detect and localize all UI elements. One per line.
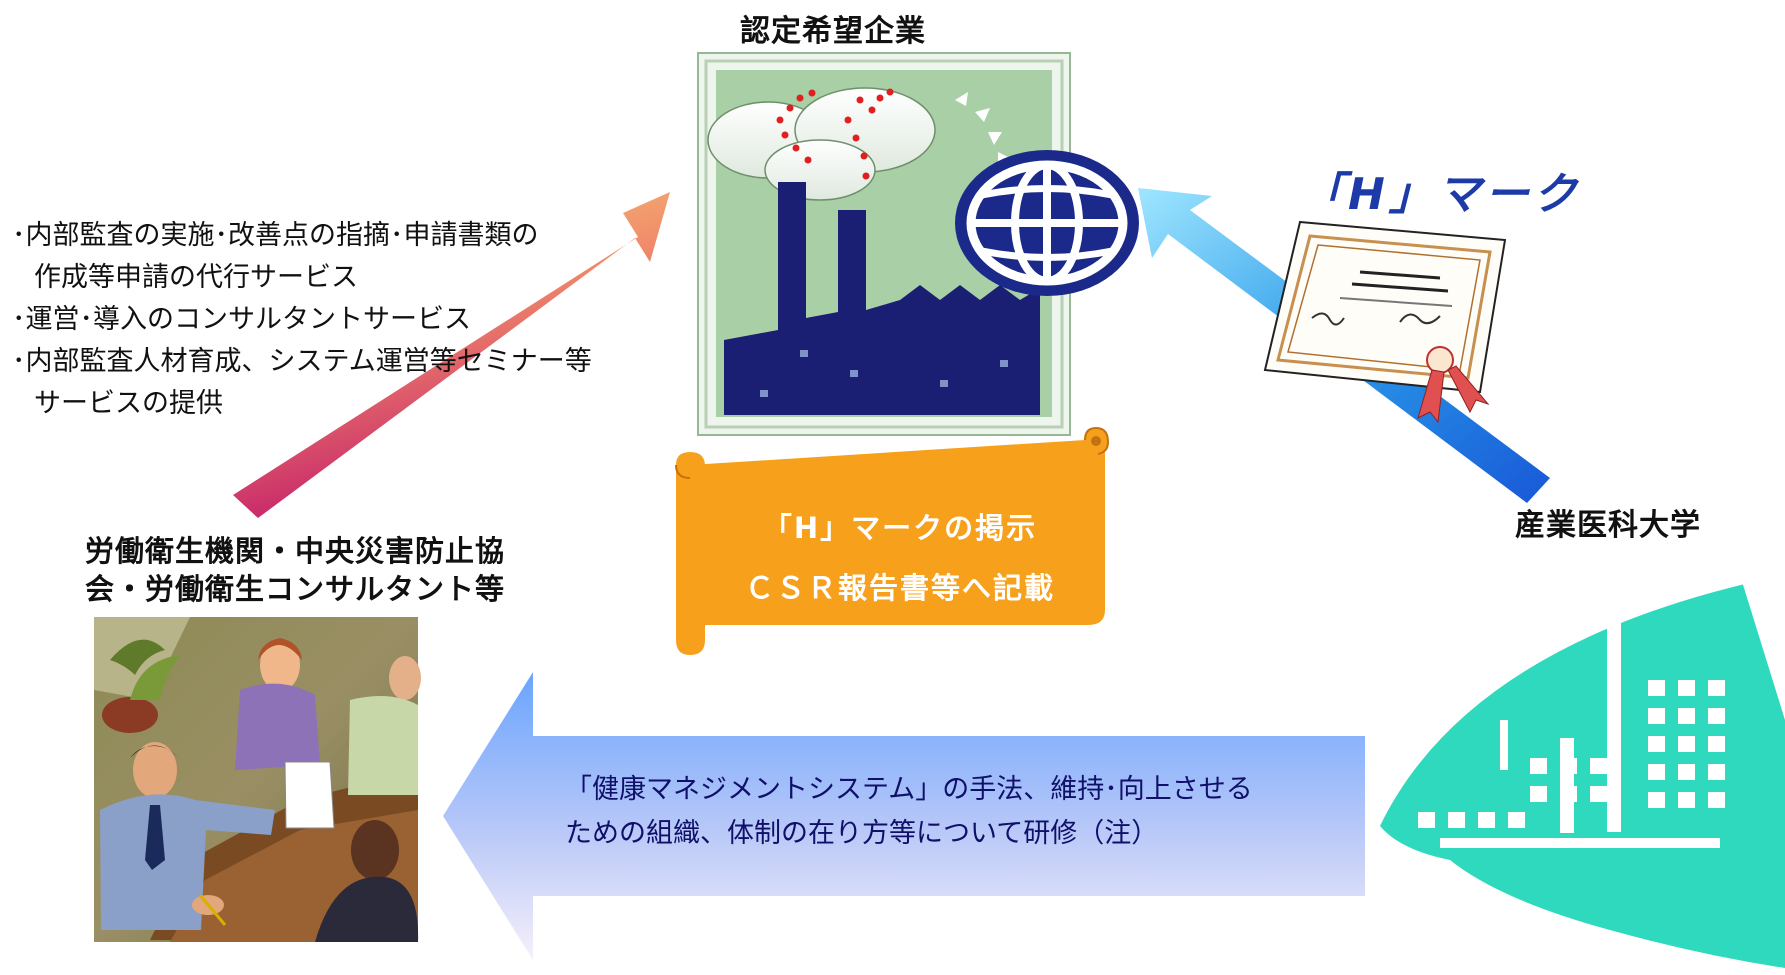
globe-icon <box>955 150 1139 296</box>
banner-text: 「H」マークの掲示 ＣＳＲ報告書等へ記載 <box>690 498 1110 618</box>
services-item-3-cont: サービスの提供 <box>34 388 223 419</box>
hmark-display-banner <box>675 426 1110 655</box>
meeting-image <box>94 617 421 942</box>
services-item-1-cont: 作成等申請の代行サービス <box>34 262 358 293</box>
training-text: 「健康マネジメントシステム」の手法、維持･向上させる ための組織、体制の在り方等… <box>565 768 1253 856</box>
services-item-3: ･内部監査人材育成、システム運営等セミナー等 <box>12 346 592 377</box>
agencies-label: 労働衛生機関・中央災害防止協 会・労働衛生コンサルタント等 <box>60 532 530 608</box>
company-label: 認定希望企業 <box>740 14 926 49</box>
services-item-1: ･内部監査の実施･改善点の指摘･申請書類の <box>12 220 539 251</box>
banner-line-1: 「H」マークの掲示 <box>762 511 1038 545</box>
university-building-icon <box>1380 575 1785 968</box>
services-item-2: ･運営･導入のコンサルタントサービス <box>12 304 471 335</box>
services-list: ･内部監査の実施･改善点の指摘･申請書類の 作成等申請の代行サービス ･運営･導… <box>12 215 592 425</box>
service-arrow <box>233 192 670 518</box>
training-line-1: 「健康マネジメントシステム」の手法、維持･向上させる <box>565 774 1253 805</box>
agencies-label-line-2: 会・労働衛生コンサルタント等 <box>84 572 505 606</box>
university-label: 産業医科大学 <box>1515 508 1701 543</box>
banner-line-2: ＣＳＲ報告書等へ記載 <box>744 571 1055 605</box>
hmark-label: 「H」マーク <box>1300 169 1581 220</box>
building-windows <box>1418 680 1725 828</box>
training-line-2: ための組織、体制の在り方等について研修（注） <box>565 818 1159 849</box>
agencies-label-line-1: 労働衛生機関・中央災害防止協 <box>84 534 505 568</box>
certificate-icon <box>1263 220 1507 424</box>
training-arrow <box>443 672 1365 960</box>
